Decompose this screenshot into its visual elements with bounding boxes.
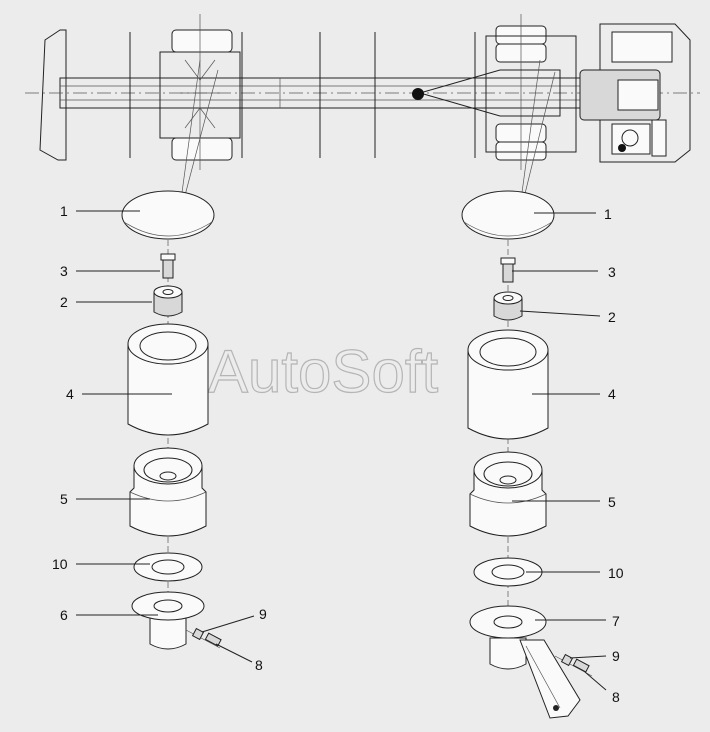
callout-left-washer: 10 xyxy=(52,556,68,572)
right-cap xyxy=(461,190,555,240)
left-pad-step xyxy=(129,491,207,502)
left-cylinder-bore xyxy=(139,331,197,361)
left-exploded-stack xyxy=(121,190,222,650)
right-pad-hole xyxy=(499,475,517,485)
right-screw xyxy=(572,658,590,673)
callout-left-cap: 1 xyxy=(60,203,68,219)
callout-labels-right: 1 3 2 4 5 10 7 9 8 xyxy=(604,206,624,705)
callout-right-bushing: 2 xyxy=(608,309,616,325)
front-bumper-outline xyxy=(39,29,67,161)
drawbar xyxy=(418,69,561,117)
right-bracket-arm-edge xyxy=(525,645,561,709)
callout-right-nut: 9 xyxy=(612,648,620,664)
right-cylinder-bore xyxy=(479,337,537,367)
callout-left-bolt: 3 xyxy=(60,263,68,279)
cab-outline xyxy=(599,23,691,163)
left-cap xyxy=(121,190,215,240)
left-bushing-hole xyxy=(162,289,174,295)
callout-left-pad: 5 xyxy=(60,491,68,507)
right-pad-step xyxy=(469,493,547,504)
left-screw xyxy=(204,632,222,647)
right-axle-assembly xyxy=(418,14,577,170)
wheel xyxy=(171,29,233,53)
leader-right-9 xyxy=(569,655,607,659)
coupling-point-icon xyxy=(412,88,424,100)
right-bolt-head xyxy=(500,257,516,265)
axle-frame xyxy=(485,35,577,153)
engine-cover xyxy=(617,79,659,111)
callout-right-bracket: 7 xyxy=(612,613,620,629)
leader-left-8 xyxy=(215,643,253,663)
callout-left-bushing: 2 xyxy=(60,294,68,310)
right-cylinder-body xyxy=(467,349,549,440)
left-nut xyxy=(191,627,205,641)
right-cap-edge xyxy=(463,221,553,237)
right-pad-recess xyxy=(483,461,533,487)
wheel xyxy=(171,137,233,161)
left-pad-recess xyxy=(143,457,193,483)
callout-right-body: 4 xyxy=(608,386,616,402)
callout-right-screw: 8 xyxy=(612,689,620,705)
callout-right-bolt: 3 xyxy=(608,264,616,280)
leader-left-9 xyxy=(201,615,255,633)
callout-labels-left: 1 3 2 4 5 10 6 9 8 xyxy=(52,203,267,673)
leader-right-2 xyxy=(519,310,601,317)
left-bushing xyxy=(153,291,183,317)
left-bracket-hole xyxy=(153,599,183,613)
right-exploded-stack xyxy=(461,190,593,719)
left-pad-hole xyxy=(159,471,177,481)
callout-right-washer: 10 xyxy=(608,565,624,581)
left-cap-edge xyxy=(123,221,213,237)
right-bushing-hole xyxy=(502,295,514,301)
callout-right-pad: 5 xyxy=(608,494,616,510)
chassis-top-view xyxy=(25,14,700,170)
callout-left-body: 4 xyxy=(66,386,74,402)
right-bracket-mount-hole xyxy=(553,705,559,711)
tank-cap xyxy=(621,129,639,147)
right-nut xyxy=(560,653,574,667)
left-cylinder-body xyxy=(127,343,209,436)
leader-right-8 xyxy=(584,671,607,691)
callout-left-screw: 8 xyxy=(255,657,263,673)
left-washer-hole xyxy=(151,559,185,575)
watermark-text: AutoSoft xyxy=(208,338,438,405)
right-washer-hole xyxy=(491,564,525,580)
right-bracket-hole xyxy=(493,615,523,629)
battery xyxy=(651,119,667,157)
left-fastener-axis xyxy=(185,629,221,649)
callout-left-nut: 9 xyxy=(259,606,267,622)
left-axle-assembly xyxy=(159,14,241,170)
left-bracket-sleeve xyxy=(149,613,187,650)
right-bracket-arm xyxy=(519,639,581,719)
callout-right-cap: 1 xyxy=(604,206,612,222)
right-bracket-sleeve xyxy=(489,637,527,670)
tank-marker-icon xyxy=(618,144,626,152)
cab-panel xyxy=(611,31,673,63)
callout-left-bracket: 6 xyxy=(60,607,68,623)
leader-lines xyxy=(76,210,607,691)
left-bolt-head xyxy=(160,253,176,261)
